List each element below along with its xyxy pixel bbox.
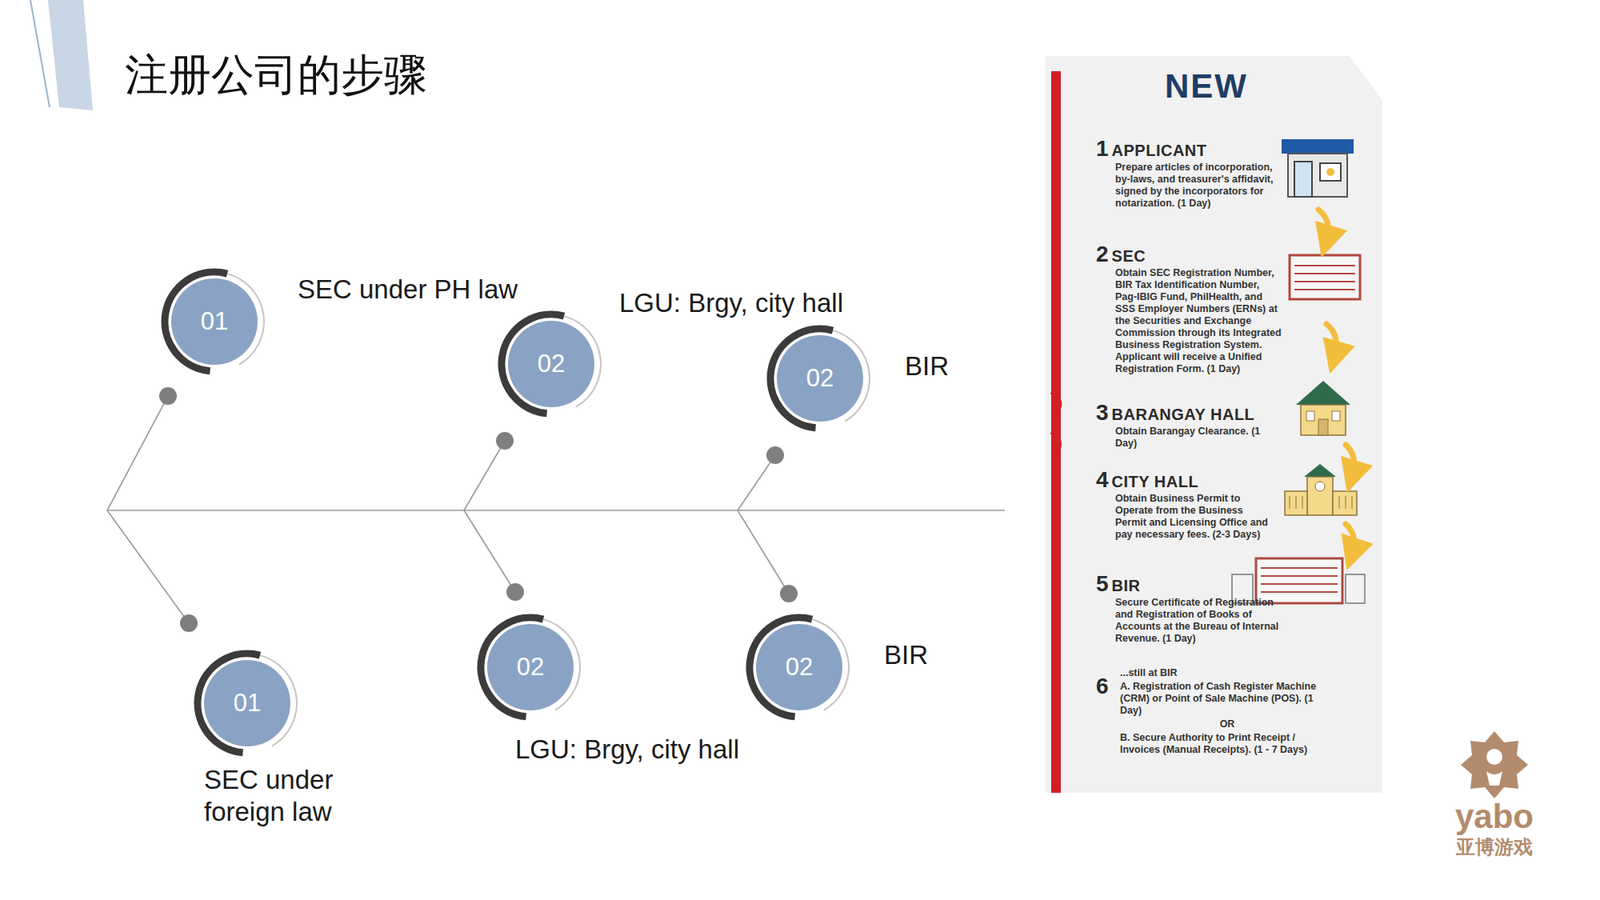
step-no: 5 [1096, 571, 1109, 596]
step-block: 1APPLICANTPrepare articles of incorporat… [1096, 136, 1276, 210]
barangay-icon [1296, 380, 1351, 436]
step-head: 4CITY HALL [1096, 467, 1276, 493]
step-label: SEC under PH law [297, 273, 518, 306]
step-no: 6 [1096, 673, 1109, 700]
page-title: 注册公司的步骤 [124, 46, 428, 105]
step-number: 02 [740, 608, 859, 727]
step-option: A. Registration of Cash Register Machine… [1120, 680, 1335, 717]
step-or: OR [1120, 718, 1335, 731]
step-block: 5BIRSecure Certificate of Registration a… [1096, 571, 1280, 645]
step-label: SEC under foreign law [204, 764, 364, 828]
step-block: 6 ...still at BIRA. Registration of Cash … [1096, 667, 1335, 758]
step-arrow [1318, 209, 1355, 555]
city-hall-icon [1284, 464, 1357, 516]
step-no: 2 [1096, 241, 1109, 267]
logo-text: yabo [1414, 800, 1575, 834]
step-label: BIR [904, 350, 949, 383]
step-number: 02 [492, 304, 611, 424]
step-title: BARANGAY HALL [1112, 405, 1256, 424]
step-text: Obtain Barangay Clearance. (1 Day) [1115, 425, 1276, 450]
step-number: 01 [188, 644, 307, 763]
shop-icon [1281, 139, 1354, 197]
step-label: LGU: Brgy, city hall [619, 287, 844, 320]
bir-icon [1232, 558, 1365, 604]
sec-icon [1289, 255, 1360, 300]
step-no: 4 [1096, 467, 1109, 492]
step-head: 1APPLICANT [1096, 136, 1276, 162]
step-option: B. Secure Authority to Print Receipt / I… [1120, 732, 1335, 756]
step-circle: 02LGU: Brgy, city hall [492, 304, 611, 424]
logo-text: 亚博游戏 [1414, 837, 1575, 857]
step-label: LGU: Brgy, city hall [515, 733, 740, 766]
step-number: 02 [471, 608, 590, 727]
step-no: 3 [1096, 400, 1109, 425]
step-circle: 02BIR [760, 319, 880, 438]
step-text: Obtain Business Permit to Operate from t… [1115, 492, 1276, 541]
logo-mark [1460, 731, 1528, 799]
step-note: ...still at BIR [1120, 667, 1335, 680]
step-title: BIR [1112, 576, 1141, 595]
step-head: 5BIR [1096, 571, 1280, 597]
step-text-group: ...still at BIRA. Registration of Cash R… [1120, 667, 1335, 756]
step-text: Obtain SEC Registration Number, BIR Tax … [1115, 267, 1284, 376]
branch-dot [159, 387, 798, 632]
step-block: 3BARANGAY HALLObtain Barangay Clearance.… [1096, 400, 1276, 450]
step-number: 02 [760, 319, 880, 438]
step-circle: 02LGU: Brgy, city hall [471, 608, 590, 727]
step-block: 4CITY HALLObtain Business Permit to Oper… [1096, 467, 1276, 541]
step-head: 2SEC [1096, 241, 1284, 268]
step-number: 01 [155, 262, 274, 381]
step-block: 2SECObtain SEC Registration Number, BIR … [1096, 241, 1284, 376]
step-no: 1 [1096, 136, 1109, 161]
step-title: CITY HALL [1112, 472, 1200, 491]
step-title: SEC [1112, 247, 1147, 265]
step-title: APPLICANT [1112, 141, 1208, 160]
step-circle: 02BIR [740, 608, 859, 727]
infographic-heading: NEW [1120, 67, 1293, 106]
step-circle: 01SEC under PH law [155, 262, 274, 381]
corner-bar [48, 0, 93, 111]
red-mark [1051, 392, 1060, 460]
step-head: 3BARANGAY HALL [1096, 400, 1276, 426]
step-text: Secure Certificate of Registration and R… [1115, 596, 1280, 645]
corner-line [30, 0, 50, 108]
step-label: BIR [884, 639, 928, 672]
step-circle: 01SEC under foreign law [188, 644, 307, 763]
fishbone [107, 396, 1005, 624]
step-text: Prepare articles of incorporation, by-la… [1115, 161, 1276, 210]
